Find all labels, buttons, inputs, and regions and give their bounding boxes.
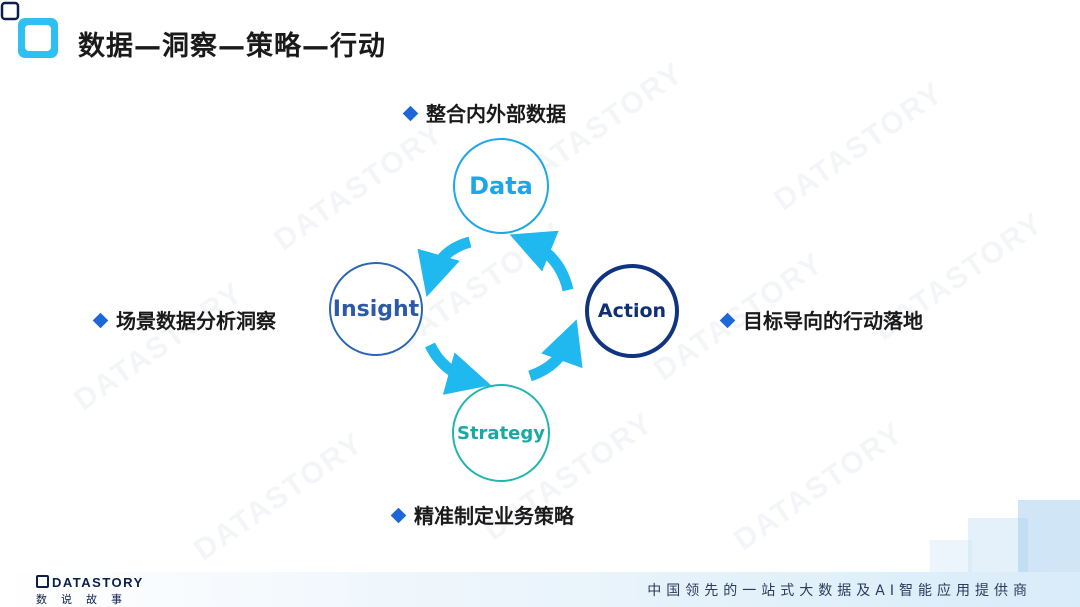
- footer-bar: [0, 572, 1080, 607]
- diamond-bullet-icon: [92, 312, 109, 329]
- logo-text-en: DATASTORY: [36, 575, 144, 590]
- label-top: 整合内外部数据: [402, 98, 566, 127]
- node-strategy-label: Strategy: [456, 422, 546, 444]
- label-bottom: 精准制定业务策略: [390, 500, 574, 529]
- node-action-label: Action: [597, 300, 667, 322]
- label-left-text: 场景数据分析洞察: [116, 309, 276, 333]
- arrow-data-to-insight: [417, 236, 472, 298]
- label-bottom-text: 精准制定业务策略: [414, 504, 574, 528]
- arrow-action-to-data: [509, 230, 574, 292]
- label-right-text: 目标导向的行动落地: [743, 309, 923, 333]
- node-action: Action: [585, 264, 679, 358]
- logo-text-cn: 数说故事: [36, 593, 136, 606]
- node-data-label: Data: [469, 172, 533, 200]
- node-insight: Insight: [329, 262, 423, 356]
- page-title: 数据—洞察—策略—行动: [78, 31, 386, 62]
- diamond-bullet-icon: [390, 507, 407, 524]
- title-bracket-icon: [0, 1, 58, 58]
- label-top-text: 整合内外部数据: [426, 102, 566, 126]
- label-left: 场景数据分析洞察: [92, 305, 276, 334]
- node-strategy: Strategy: [452, 384, 550, 482]
- arrow-strategy-to-action: [528, 319, 583, 382]
- diamond-bullet-icon: [719, 312, 736, 329]
- node-data: Data: [453, 138, 549, 234]
- arrow-insight-to-strategy: [425, 342, 492, 395]
- logo-mark-icon: [36, 575, 49, 588]
- label-right: 目标导向的行动落地: [719, 305, 923, 334]
- node-insight-label: Insight: [332, 296, 420, 322]
- footer-tagline: 中国领先的一站式大数据及AI智能应用提供商: [647, 583, 1032, 599]
- diamond-bullet-icon: [402, 105, 419, 122]
